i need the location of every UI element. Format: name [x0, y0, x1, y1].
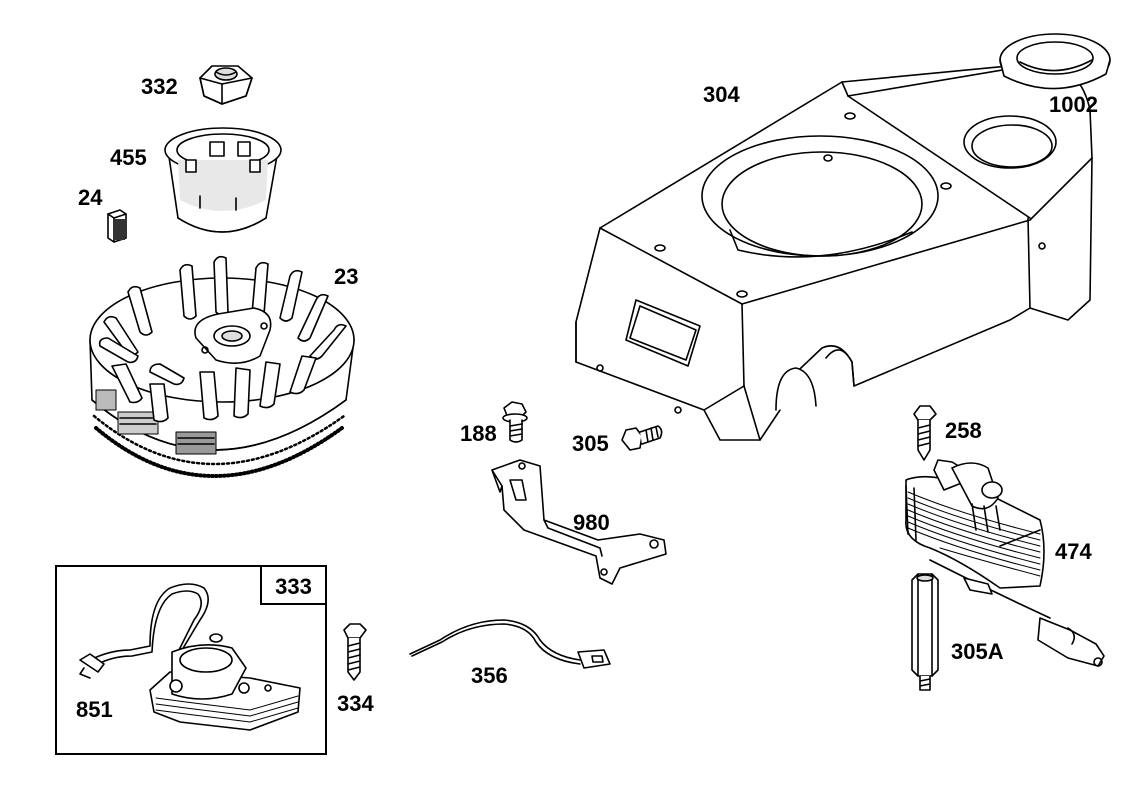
screw-258-illustration: [913, 405, 937, 461]
hex-nut-illustration: [199, 65, 253, 105]
flywheel-illustration: [89, 255, 355, 478]
part-label-851: 851: [76, 697, 113, 722]
bolt-334-illustration: [343, 623, 367, 681]
part-label-455: 455: [110, 145, 147, 170]
part-label-356: 356: [471, 663, 508, 688]
grommet-illustration: [999, 33, 1111, 90]
blower-housing-illustration: [575, 61, 1093, 441]
spacer-illustration: [911, 573, 939, 691]
inset-box-333: [55, 565, 327, 755]
part-label-980: 980: [573, 510, 610, 535]
wire-illustration: [409, 619, 611, 669]
part-label-474: 474: [1055, 539, 1092, 564]
part-label-24: 24: [78, 185, 103, 210]
armature-illustration: [905, 459, 1105, 667]
part-label-258: 258: [945, 418, 982, 443]
flywheel-key-illustration: [107, 209, 127, 243]
part-label-334: 334: [337, 691, 374, 716]
part-label-333: 333: [275, 574, 312, 599]
part-label-1002: 1002: [1049, 92, 1098, 117]
bolt-305-illustration: [621, 425, 663, 451]
inset-label-box: 333: [260, 565, 327, 605]
part-label-188: 188: [460, 421, 497, 446]
bracket-illustration: [491, 459, 667, 585]
part-label-305a: 305A: [951, 639, 1004, 664]
bolt-188-illustration: [502, 401, 528, 443]
starter-cup-illustration: [164, 127, 282, 233]
part-label-305: 305: [572, 431, 609, 456]
ignition-module-illustration: [79, 583, 301, 731]
part-label-304: 304: [703, 82, 740, 107]
part-label-23: 23: [334, 264, 359, 289]
part-label-332: 332: [141, 74, 178, 99]
